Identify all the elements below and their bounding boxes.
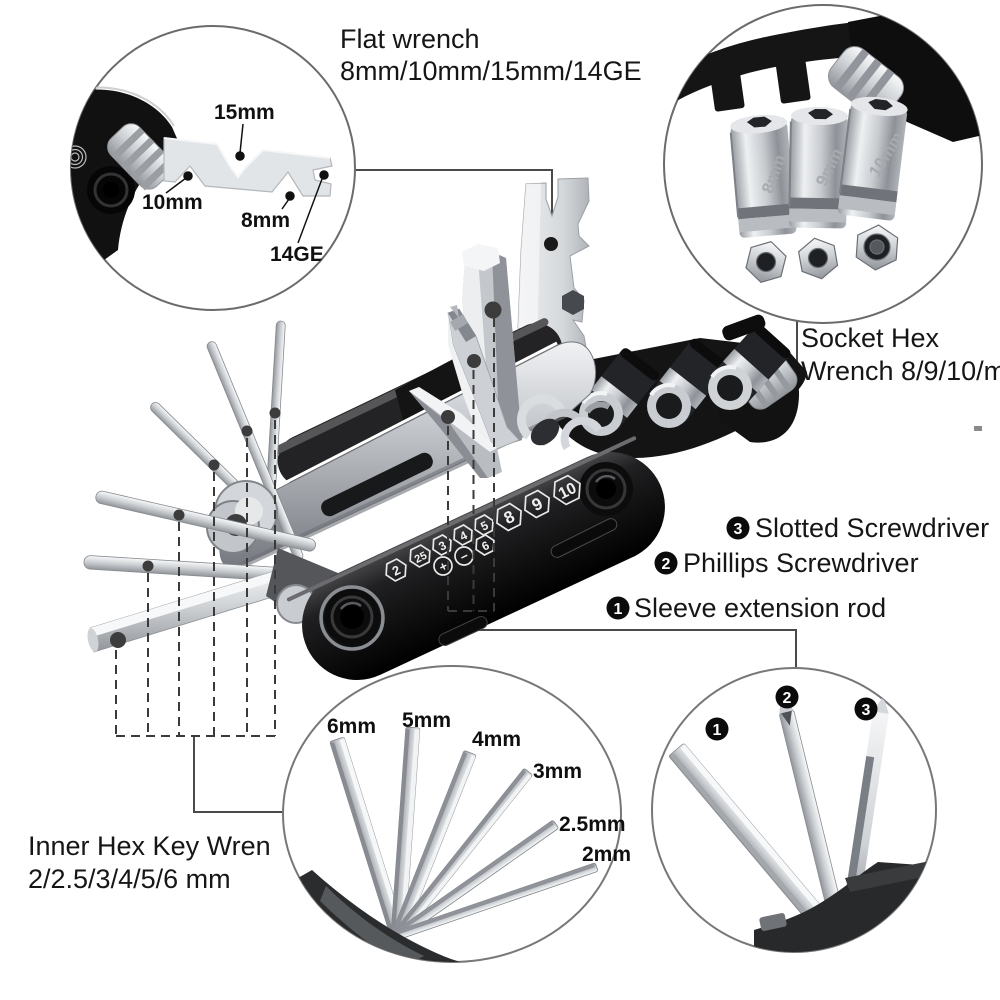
svg-text:Phillips Screwdriver: Phillips Screwdriver <box>683 548 919 578</box>
svg-text:8mm: 8mm <box>241 209 290 232</box>
svg-text:5mm: 5mm <box>402 709 451 732</box>
svg-text:2mm: 2mm <box>582 843 631 866</box>
svg-text:Slotted Screwdriver: Slotted Screwdriver <box>755 513 989 543</box>
svg-text:25: 25 <box>413 550 429 566</box>
svg-text:2: 2 <box>662 556 671 573</box>
svg-text:15mm: 15mm <box>214 101 275 124</box>
svg-text:Flat wrench: Flat wrench <box>340 24 480 54</box>
svg-text:4mm: 4mm <box>472 728 521 751</box>
svg-text:2: 2 <box>783 690 792 707</box>
svg-text:14GE: 14GE <box>270 243 324 266</box>
svg-text:Sleeve extension rod: Sleeve extension rod <box>634 593 886 623</box>
svg-text:10: 10 <box>556 480 580 503</box>
svg-text:Wrench 8/9/10/m: Wrench 8/9/10/m <box>801 356 1000 386</box>
svg-text:2/2.5/3/4/5/6 mm: 2/2.5/3/4/5/6 mm <box>28 864 231 894</box>
svg-text:1: 1 <box>614 601 623 618</box>
svg-text:3: 3 <box>862 702 871 719</box>
svg-text:10mm: 10mm <box>142 191 203 214</box>
svg-text:Socket Hex: Socket Hex <box>801 323 940 353</box>
svg-text:Inner Hex Key Wren: Inner Hex Key Wren <box>28 831 271 861</box>
svg-text:8mm/10mm/15mm/14GE: 8mm/10mm/15mm/14GE <box>340 56 642 86</box>
svg-text:6mm: 6mm <box>327 715 376 738</box>
svg-text:3: 3 <box>734 521 743 538</box>
svg-text:3mm: 3mm <box>533 760 582 783</box>
svg-text:2.5mm: 2.5mm <box>559 813 626 836</box>
svg-text:1: 1 <box>713 722 722 739</box>
